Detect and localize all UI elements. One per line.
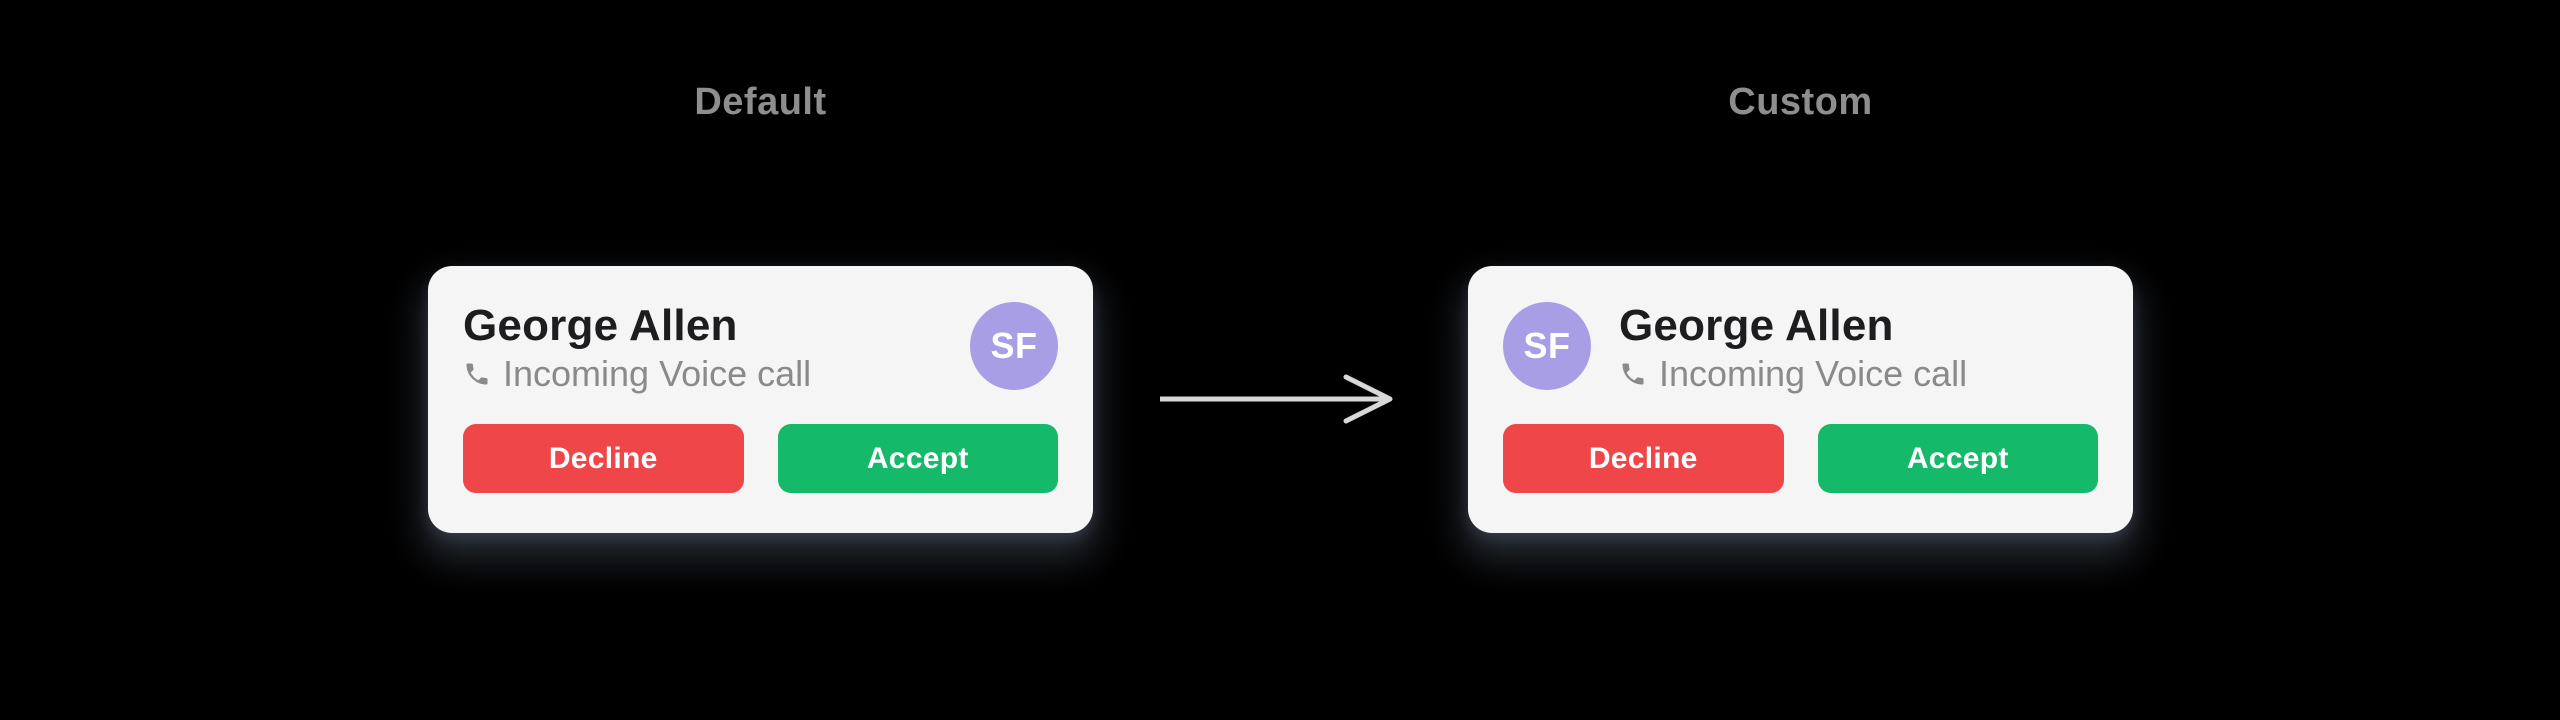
decline-button[interactable]: Decline — [1503, 424, 1784, 493]
call-status-label: Incoming Voice call — [503, 353, 812, 394]
caller-info: George Allen Incoming Voice call — [463, 300, 811, 396]
phone-icon — [466, 363, 488, 385]
caller-name: George Allen — [1619, 301, 1894, 350]
call-status-label: Incoming Voice call — [1659, 353, 1968, 394]
caller-avatar: SF — [1503, 302, 1591, 390]
call-actions: Decline Accept — [1503, 424, 2098, 493]
panel-custom-title: Custom — [1728, 81, 1873, 123]
decline-button[interactable]: Decline — [463, 424, 744, 493]
phone-icon — [1622, 363, 1644, 385]
card-header: SF George Allen Incoming Voice call — [1503, 300, 2098, 396]
panel-default-title: Default — [694, 81, 827, 123]
panel-default: Default George Allen Incoming Voice call… — [428, 0, 1093, 533]
arrow-right-icon — [1160, 374, 1393, 424]
accept-button[interactable]: Accept — [777, 424, 1058, 493]
call-actions: Decline Accept — [463, 424, 1058, 493]
caller-info: George Allen Incoming Voice call — [1619, 300, 1967, 396]
caller-name: George Allen — [463, 301, 738, 350]
panel-custom: Custom SF George Allen Incoming Voice ca… — [1468, 0, 2133, 533]
call-status: Incoming Voice call — [463, 352, 811, 396]
accept-button[interactable]: Accept — [1817, 424, 2098, 493]
incoming-call-card-custom: SF George Allen Incoming Voice call Decl… — [1468, 266, 2133, 533]
call-status: Incoming Voice call — [1619, 352, 1967, 396]
caller-avatar: SF — [970, 302, 1058, 390]
incoming-call-card-default: George Allen Incoming Voice call SF Decl… — [428, 266, 1093, 533]
card-header: George Allen Incoming Voice call SF — [463, 300, 1058, 396]
